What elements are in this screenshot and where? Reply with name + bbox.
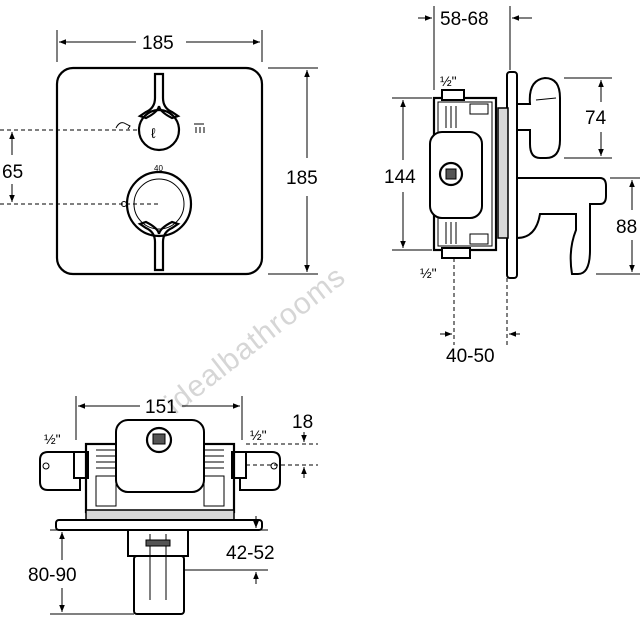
watermark-logo: idealbathrooms	[159, 260, 352, 421]
dim-side-lever-top: 74	[585, 108, 607, 129]
temperature-lever-bottom	[137, 220, 181, 272]
faceplate-bottom	[55, 519, 263, 531]
dim-bottom-thread-right: ½"	[250, 427, 267, 443]
dim-bottom-depth-total: 80-90	[28, 565, 77, 586]
mounting-lug-left	[39, 451, 81, 491]
mounting-lug-right	[239, 451, 281, 491]
bath-spout-icon	[115, 122, 131, 130]
front-view: ℓ 40 185 185 65	[0, 30, 318, 276]
inlet-bottom	[441, 247, 471, 259]
shower-head-icon	[194, 123, 205, 133]
dim-front-spacing: 65	[2, 162, 23, 183]
dim-bottom-depth-inner: 42-52	[226, 543, 275, 564]
dim-side-wall-depth: 40-50	[446, 346, 495, 367]
cartridge-fitting	[438, 161, 464, 187]
dim-side-thread-bottom: ½"	[420, 265, 437, 281]
dim-side-lever-bottom: 88	[616, 217, 637, 238]
dim-side-depth: 58-68	[440, 9, 489, 30]
dim-front-height: 185	[286, 168, 318, 189]
bottom-view: 151 ½" ½" 18 80-90 42-52	[28, 396, 318, 615]
dim-front-width: 185	[142, 33, 174, 54]
cartridge-fitting-bottom	[145, 426, 173, 454]
dim-side-thread-top: ½"	[440, 73, 457, 89]
inlet-top	[441, 89, 465, 101]
flow-lever-top	[137, 72, 181, 120]
wall-plate-bottom	[85, 509, 235, 521]
faceplate	[55, 66, 264, 276]
side-view: 58-68 ½" ½" 144 74 88 40-50	[384, 6, 640, 367]
dim-bottom-offset: 18	[292, 412, 313, 433]
inlet-left	[73, 451, 89, 479]
temperature-handle-side	[516, 177, 607, 275]
dim-side-body-height: 144	[384, 167, 416, 188]
flow-handle-side	[516, 76, 561, 159]
bracket-ribs	[445, 103, 489, 245]
bottom-ribs	[95, 449, 225, 507]
handle-bottom	[133, 555, 185, 615]
flow-dial	[137, 108, 181, 152]
flow-dial-logo: ℓ	[151, 125, 156, 141]
dim-bottom-body-width: 151	[145, 397, 177, 418]
cartridge-housing-bottom	[115, 419, 205, 493]
temperature-mark: 40	[154, 164, 163, 173]
dim-bottom-thread-left: ½"	[44, 431, 61, 447]
